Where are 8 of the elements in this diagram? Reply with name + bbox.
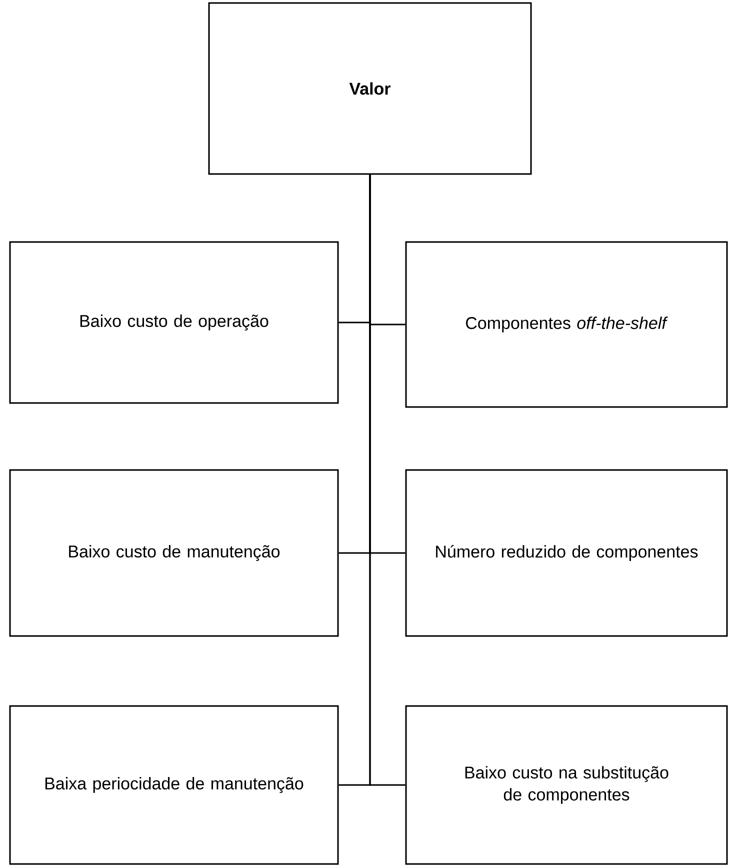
title-box: Valor — [208, 2, 532, 175]
category-box: Componentes off-the-shelf — [405, 241, 728, 408]
category-box: Baixo custo de operação — [9, 241, 339, 404]
connector-line — [369, 174, 406, 786]
category-box: Baixa periocidade de manutenção — [9, 705, 339, 865]
category-box: Baixo custo na substitução de componentes — [405, 705, 728, 865]
category-box: Número reduzido de componentes — [405, 469, 728, 637]
category-box: Baixo custo de manutenção — [9, 469, 339, 637]
